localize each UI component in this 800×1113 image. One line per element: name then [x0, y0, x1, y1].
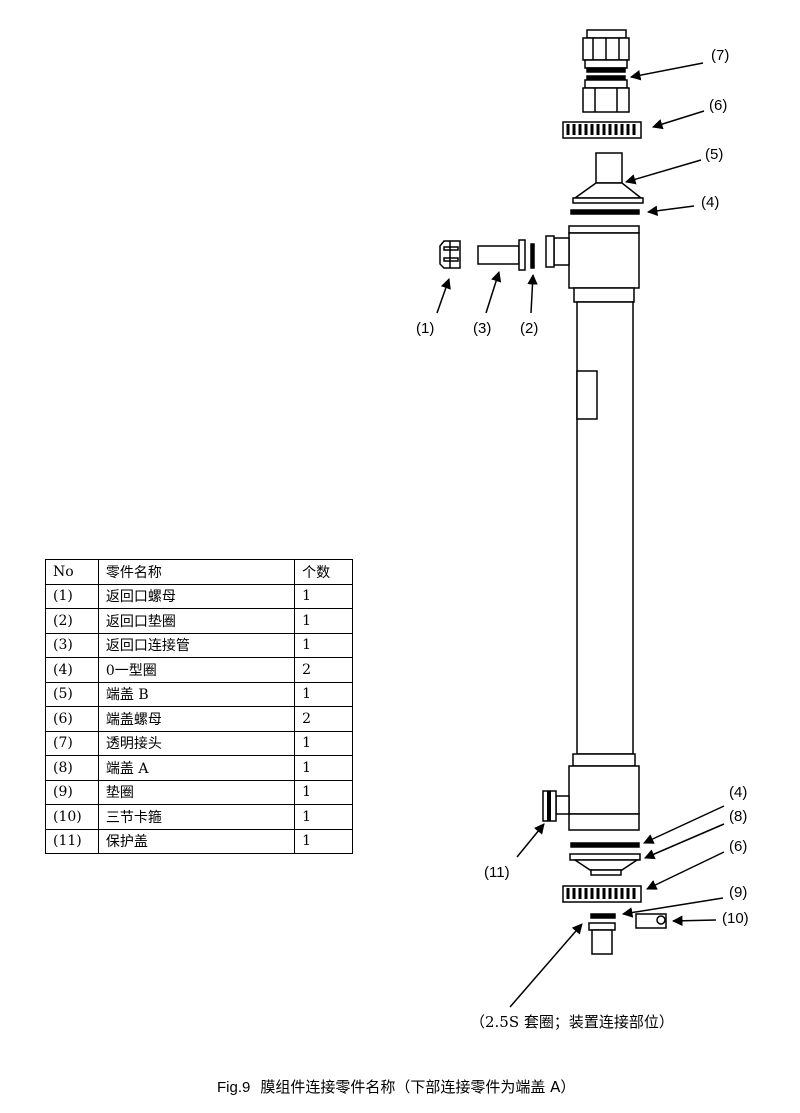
figure-number: Fig.9	[217, 1079, 251, 1096]
cell-no: (1)	[45, 583, 99, 609]
arrow-11	[516, 823, 545, 858]
cell-qty: 2	[294, 657, 353, 683]
protective-cap-part	[542, 790, 557, 822]
arrow-3	[485, 270, 502, 314]
cell-no: (2)	[45, 608, 99, 634]
cell-no: (4)	[45, 657, 99, 683]
cell-name: 透明接头	[97, 730, 296, 756]
cell-qty: 1	[294, 632, 353, 658]
cell-name: 返回口垫圈	[97, 608, 296, 634]
ferrule-note: （2.5S 套圈；装置连接部位）	[470, 1013, 674, 1031]
return-port-pipe-part	[477, 239, 526, 271]
cell-qty: 1	[294, 755, 353, 781]
ferrule-part	[588, 922, 616, 955]
callout-9: (9)	[729, 884, 747, 901]
cell-name: 端盖 B	[97, 681, 296, 707]
callout-6-bottom: (6)	[729, 838, 747, 855]
cell-no: (11)	[45, 828, 99, 854]
arrow-1	[436, 278, 451, 314]
callout-11: (11)	[484, 864, 510, 881]
figure-title: 膜组件连接零件名称（下部连接零件为端盖 A）	[260, 1078, 576, 1096]
cell-no: (5)	[45, 681, 99, 707]
arrow-4-top	[646, 205, 695, 216]
callout-10: (10)	[722, 910, 749, 927]
cell-qty: 1	[294, 608, 353, 634]
callout-4-bottom: (4)	[729, 784, 747, 801]
callout-3: (3)	[473, 320, 491, 337]
callout-2: (2)	[520, 320, 538, 337]
cell-no: (7)	[45, 730, 99, 756]
arrow-6-bottom	[646, 851, 725, 890]
cell-name: 端盖 A	[97, 755, 296, 781]
return-port-nut-part	[439, 240, 461, 269]
callout-7: (7)	[711, 47, 729, 64]
cell-name: 返回口螺母	[97, 583, 296, 609]
arrow-6-top	[651, 110, 705, 130]
cell-qty: 1	[294, 779, 353, 805]
cell-name: 返回口连接管	[97, 632, 296, 658]
arrow-2	[527, 273, 538, 314]
o-ring-top-part	[570, 209, 640, 215]
callout-5: (5)	[705, 146, 723, 163]
table-header-row: No 零件名称 个数	[45, 559, 353, 585]
transparent-joint-part	[582, 29, 630, 113]
end-cap-nut-top-part	[562, 121, 642, 139]
cell-no: (9)	[45, 779, 99, 805]
cell-qty: 1	[294, 681, 353, 707]
return-port-gasket-part	[530, 243, 535, 269]
callout-1: (1)	[416, 320, 434, 337]
arrow-9	[621, 897, 724, 918]
callout-6-top: (6)	[709, 97, 727, 114]
module-body-tube	[576, 301, 634, 755]
module-top-head	[545, 225, 640, 303]
cell-no: (6)	[45, 706, 99, 732]
cell-name: 垫圈	[97, 779, 296, 805]
cell-name: 三节卡箍	[97, 804, 296, 830]
arrow-ferrule	[509, 923, 583, 1008]
cell-qty: 1	[294, 828, 353, 854]
arrow-5	[624, 159, 702, 185]
clamp-part	[635, 913, 667, 929]
cell-no: (3)	[45, 632, 99, 658]
arrow-7	[629, 62, 704, 81]
o-ring-bottom-part	[570, 842, 640, 848]
callout-8: (8)	[729, 808, 747, 825]
gasket-part	[590, 913, 616, 919]
header-part-name: 零件名称	[97, 559, 296, 585]
arrow-8	[644, 823, 725, 860]
cell-name: 保护盖	[97, 828, 296, 854]
end-cap-a-part	[569, 853, 641, 876]
callout-4-top: (4)	[701, 194, 719, 211]
cell-name: 0一型圈	[97, 657, 296, 683]
cell-qty: 1	[294, 583, 353, 609]
cell-name: 端盖螺母	[97, 706, 296, 732]
header-no: No	[45, 559, 99, 585]
module-bottom-head	[555, 753, 640, 831]
end-cap-nut-bottom-part	[562, 885, 642, 903]
header-quantity: 个数	[294, 559, 353, 585]
cell-no: (8)	[45, 755, 99, 781]
cell-qty: 2	[294, 706, 353, 732]
figure-caption: Fig.9 膜组件连接零件名称（下部连接零件为端盖 A）	[217, 1076, 575, 1097]
cell-qty: 1	[294, 804, 353, 830]
arrow-4-bottom	[643, 805, 725, 844]
cell-no: (10)	[45, 804, 99, 830]
arrow-10	[671, 915, 717, 927]
cell-qty: 1	[294, 730, 353, 756]
end-cap-b-part	[572, 152, 644, 204]
